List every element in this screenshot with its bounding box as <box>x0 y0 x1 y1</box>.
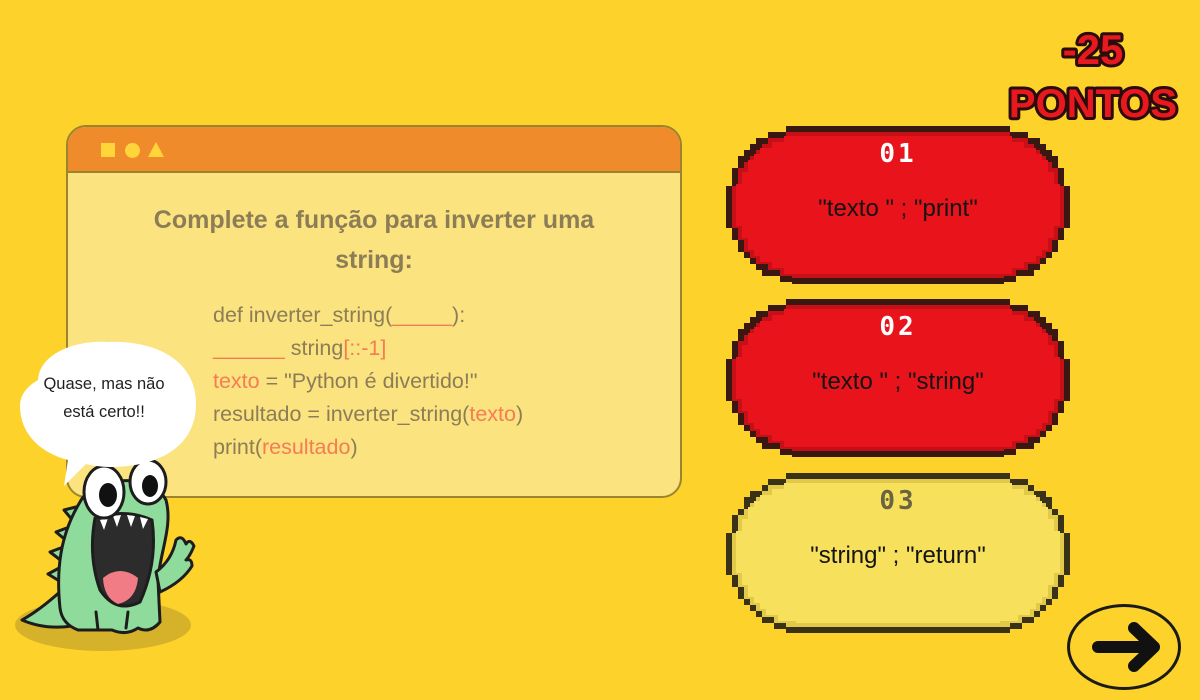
prompt-line: Complete a função para inverter uma <box>153 206 595 234</box>
square-icon <box>101 143 115 157</box>
score-value: -25 <box>1063 26 1124 73</box>
window-titlebar <box>68 127 680 173</box>
option-number: 02 <box>879 312 917 342</box>
option-background <box>726 473 1070 633</box>
code-text: ) <box>515 402 524 426</box>
code-text: resultado = inverter_string( <box>213 402 470 426</box>
code-line: ______ string[::-1] <box>213 332 523 365</box>
code-highlight: texto <box>213 369 260 393</box>
answer-option-01[interactable]: 01 "texto " ; "print" <box>726 126 1070 284</box>
code-highlight: ______ <box>213 336 285 360</box>
code-block: def inverter_string(_____):______ string… <box>213 299 523 464</box>
circle-icon <box>125 143 140 158</box>
speech-bubble-shape <box>20 341 196 486</box>
triangle-icon <box>148 142 164 157</box>
speech-bubble <box>20 341 196 486</box>
code-line: print(resultado) <box>213 431 523 464</box>
next-button[interactable] <box>1067 604 1181 690</box>
code-highlight: resultado <box>261 435 351 459</box>
code-line: texto = "Python é divertido!" <box>213 365 523 398</box>
score-display: -25 PONTOS <box>1006 23 1180 125</box>
code-line: def inverter_string(_____): <box>213 299 523 332</box>
dino-teeth <box>100 515 148 530</box>
code-highlight: [::-1] <box>343 336 387 360</box>
option-label: "texto " ; "string" <box>812 368 984 395</box>
question-prompt: Complete a função para inverter uma stri… <box>68 200 680 280</box>
dino-pupil-left <box>99 483 117 507</box>
arrow-right-icon <box>1092 622 1160 672</box>
option-fill <box>736 309 1060 447</box>
code-text: string <box>284 336 344 360</box>
speech-line: está certo!! <box>63 403 145 421</box>
prompt-line: string: <box>335 246 413 274</box>
option-label: "texto " ; "print" <box>818 195 978 222</box>
dinosaur-icon <box>15 458 196 651</box>
code-text: print( <box>213 435 262 459</box>
code-highlight: _____ <box>392 303 453 327</box>
code-text: ): <box>452 303 466 327</box>
code-text: def inverter_string( <box>213 303 393 327</box>
answer-option-02[interactable]: 02 "texto " ; "string" <box>726 299 1070 457</box>
option-number: 01 <box>879 139 917 169</box>
score-label: PONTOS <box>1009 82 1177 125</box>
code-text: = "Python é divertido!" <box>259 369 478 393</box>
dino-arm <box>154 536 196 594</box>
dino-tongue <box>103 571 138 604</box>
code-line: resultado = inverter_string(texto) <box>213 398 523 431</box>
option-background <box>726 126 1070 284</box>
option-number: 03 <box>879 486 917 516</box>
speech-text: Quase, mas não está certo!! <box>18 370 190 426</box>
code-text: ) <box>350 435 358 459</box>
dino-feet <box>94 610 130 632</box>
option-background <box>726 299 1070 457</box>
answer-option-03[interactable]: 03 "string" ; "return" <box>726 473 1070 633</box>
option-fill <box>736 136 1060 274</box>
option-fill <box>736 483 1060 623</box>
code-highlight: texto <box>469 402 516 426</box>
speech-line: Quase, mas não <box>43 375 165 393</box>
option-label: "string" ; "return" <box>810 542 986 569</box>
dino-pupil-right <box>142 475 158 497</box>
